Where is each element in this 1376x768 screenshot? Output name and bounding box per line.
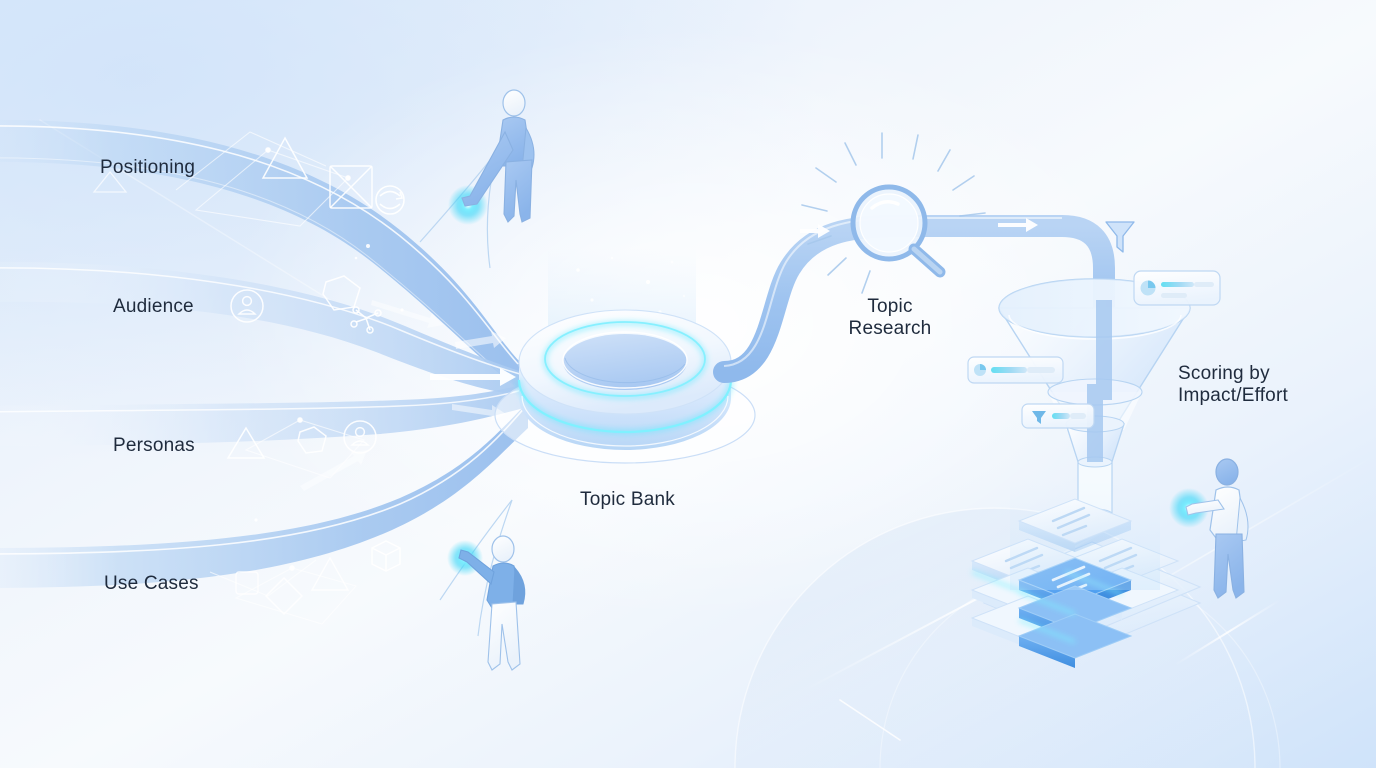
pie-chart-icon bbox=[974, 364, 986, 376]
actor-right bbox=[1169, 458, 1249, 599]
filter-icon bbox=[1105, 221, 1135, 253]
pie-chart-icon bbox=[1140, 280, 1156, 296]
persona-node-icon bbox=[297, 420, 377, 454]
sync-icon bbox=[375, 185, 405, 215]
topic-bank-graphic bbox=[494, 248, 756, 464]
flow-arrows bbox=[300, 300, 516, 491]
triangle-node-icon-2 bbox=[226, 426, 266, 459]
ribbon-audience bbox=[0, 261, 522, 396]
floating-card-low-left[interactable] bbox=[1021, 403, 1095, 429]
input-label-positioning: Positioning bbox=[100, 157, 196, 178]
sparkle-icon bbox=[254, 244, 404, 522]
stage-label-topic-bank: Topic Bank bbox=[580, 489, 675, 510]
priority-stack bbox=[970, 480, 1202, 668]
network-decor bbox=[175, 131, 365, 625]
diamond-box-icon bbox=[329, 165, 373, 209]
ribbon-personas bbox=[0, 384, 524, 446]
cube-node-icon bbox=[371, 540, 401, 572]
stage-label-topic-research: Topic Research bbox=[848, 296, 932, 339]
magnifier-icon bbox=[801, 132, 986, 294]
triangle-small-icon bbox=[92, 170, 128, 193]
filter-icon bbox=[1032, 411, 1046, 424]
input-label-personas: Personas bbox=[113, 435, 195, 456]
molecule-icon bbox=[350, 306, 382, 334]
magnifier-rays bbox=[801, 132, 986, 294]
input-label-use-cases: Use Cases bbox=[104, 573, 199, 594]
actor-top-left bbox=[419, 89, 535, 269]
square-node-icon bbox=[235, 556, 350, 615]
actor-bottom-left bbox=[439, 499, 526, 671]
floating-card-mid-left[interactable] bbox=[967, 356, 1064, 384]
stage-label-scoring: Scoring by Impact/Effort bbox=[1178, 363, 1288, 406]
floating-card-top-right[interactable] bbox=[1133, 270, 1221, 306]
triangle-node-icon bbox=[261, 136, 309, 179]
ribbon-use-cases bbox=[0, 402, 528, 588]
input-ribbons bbox=[0, 119, 528, 625]
input-label-audience: Audience bbox=[113, 296, 194, 317]
user-node-icon bbox=[230, 289, 264, 323]
